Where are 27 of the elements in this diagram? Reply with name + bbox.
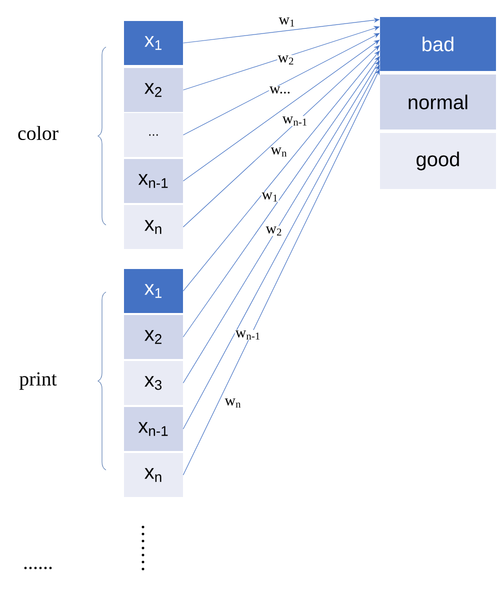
edge-label: w$_{1}$: [262, 192, 278, 202]
group-label: ......: [24, 566, 52, 570]
output-box: bad: [380, 17, 496, 71]
input-box: x$_{1}$: [124, 269, 183, 313]
input-box: x$_{n}$: [124, 453, 183, 497]
input-box: x$_{3}$: [124, 361, 183, 405]
edge-label: w$_{n-1}$: [235, 330, 260, 340]
input-box: x$_{1}$: [124, 21, 183, 65]
edge-label: w$_{1}$: [278, 17, 294, 27]
input-box: x$_{n}$: [124, 205, 183, 249]
edge-label: w$_{2}$: [266, 226, 282, 236]
edge-label: w$_{n}$: [270, 147, 287, 157]
output-box: normal: [380, 74, 496, 130]
edge-label: w$_{2}$: [278, 55, 294, 65]
edge-label: w...: [269, 86, 290, 94]
input-box: x$_{2}$: [124, 68, 183, 112]
group-label: color: [18, 126, 58, 140]
group-label: print: [19, 372, 57, 390]
input-box: x$_{n-1}$: [124, 159, 183, 203]
edge-label: w$_{n-1}$: [282, 116, 307, 126]
edge-label: w$_{n}$: [224, 398, 241, 408]
output-box: good: [380, 133, 496, 189]
input-box: x$_{n-1}$: [124, 407, 183, 451]
input-box: x$_{2}$: [124, 315, 183, 359]
arrow: [182, 50, 380, 292]
input-box: ...: [124, 113, 183, 157]
arrow: [182, 45, 380, 228]
